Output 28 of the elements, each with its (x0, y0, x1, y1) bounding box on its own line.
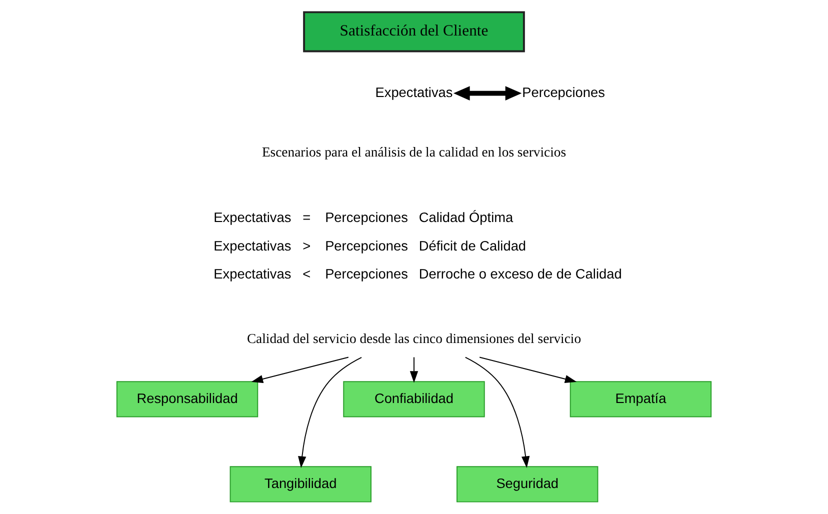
label: = (302, 210, 311, 226)
label: > (302, 238, 311, 254)
label: Percepciones (325, 266, 408, 282)
node-box: Confiabilidad (343, 381, 485, 418)
arrow (410, 356, 418, 383)
label: Expectativas (214, 266, 292, 282)
node-text: Percepciones (522, 84, 605, 100)
arrow (298, 356, 362, 468)
label: Expectativas (214, 210, 292, 226)
label: Expectativas (214, 238, 292, 254)
label: Percepciones (325, 238, 408, 254)
label: < (302, 266, 311, 282)
node-text: Calidad del servicio desde las cinco dimensiones del servicio (246, 331, 582, 346)
node-box: Responsabilidad (116, 381, 258, 418)
node-box: Empatía (570, 381, 712, 418)
node-text: Expectativas (375, 84, 453, 100)
label: Percepciones (325, 210, 408, 226)
node-box: Tangibilidad (230, 466, 372, 502)
node-box: Satisfacción del Cliente (303, 11, 525, 52)
label: Déficit de Calidad (418, 238, 526, 254)
arrow (464, 356, 530, 468)
label: Derroche o exceso de de Calidad (418, 266, 622, 282)
label: Escenarios para el análisis de la calidad en los servicios (262, 144, 566, 160)
arrow (251, 356, 349, 384)
arrow (479, 356, 577, 384)
arrow (453, 86, 522, 100)
label: Calidad Óptima (418, 210, 514, 226)
node-box: Seguridad (456, 466, 598, 502)
